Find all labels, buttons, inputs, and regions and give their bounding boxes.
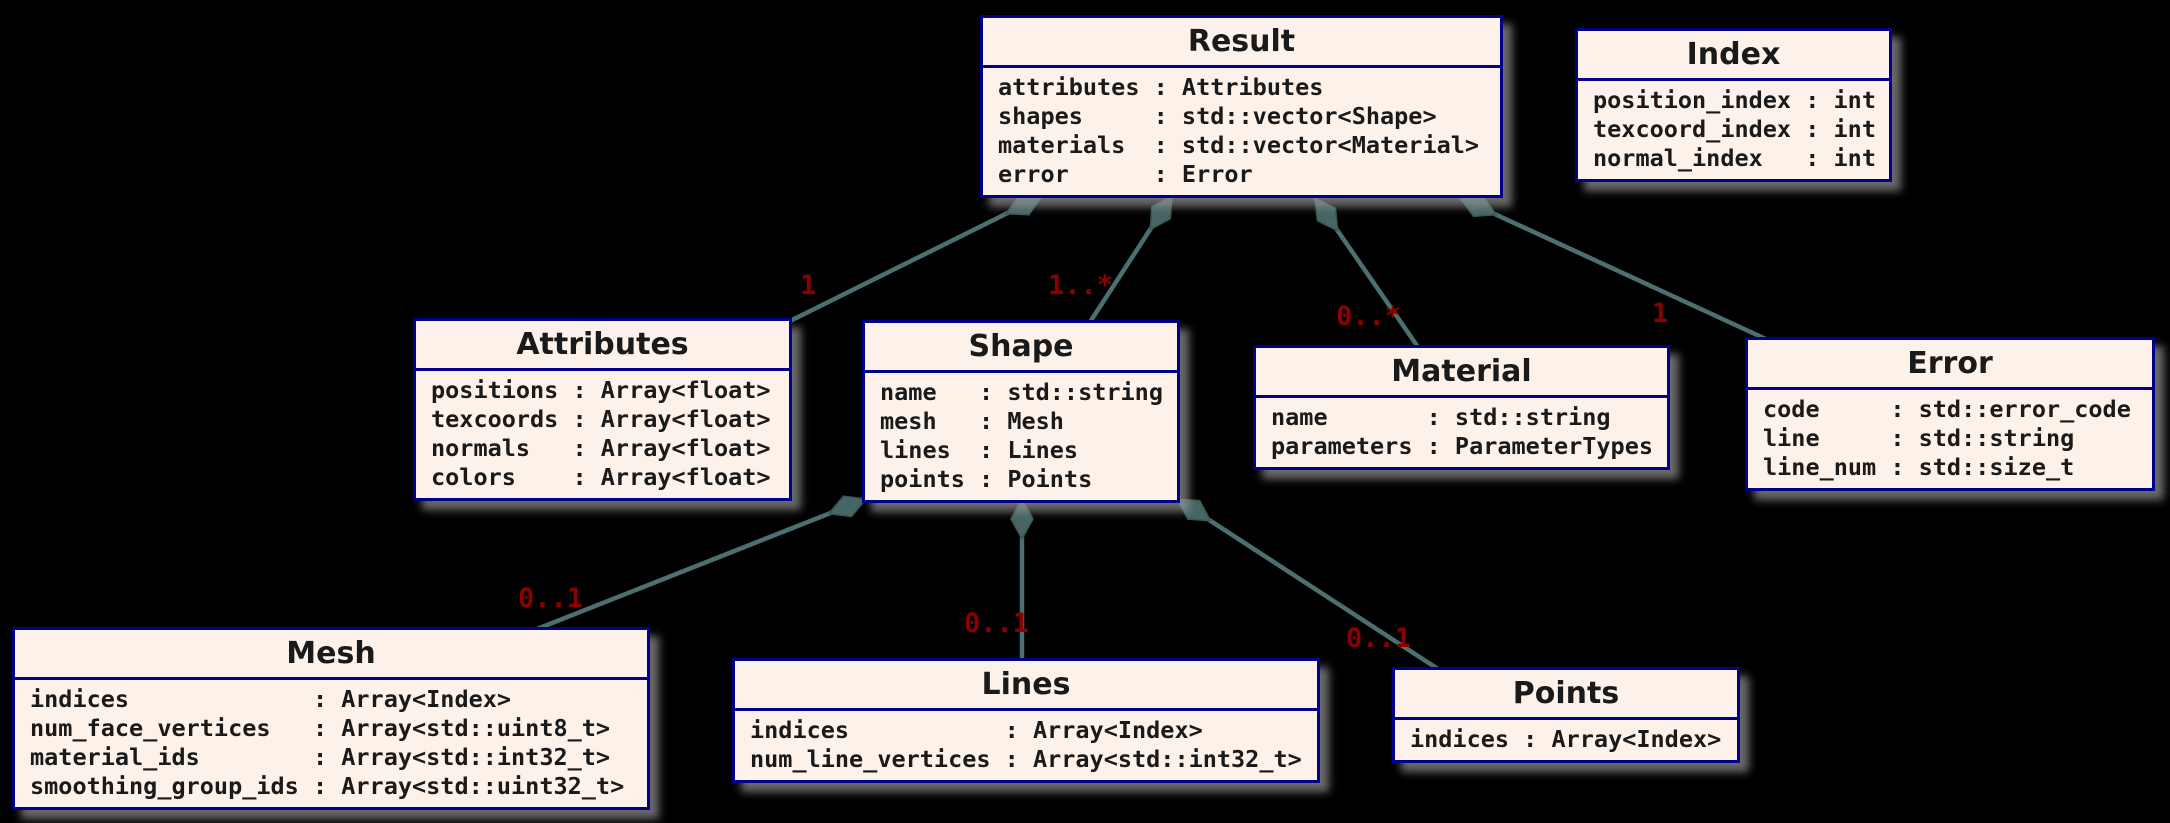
- class-member: num_face_vertices : Array<std::uint8_t>: [30, 714, 611, 742]
- multiplicity-label-result-error: 1: [1652, 298, 1669, 329]
- class-member: texcoords : Array<float>: [431, 405, 771, 433]
- class-members: indices : Array<Index> num_line_vertices…: [735, 711, 1317, 780]
- class-title: Attributes: [416, 321, 789, 371]
- class-title: Result: [983, 18, 1500, 68]
- connector-result-attributes: [787, 193, 1042, 325]
- class-members: code : std::error_code line : std::strin…: [1748, 390, 2152, 488]
- class-member: name : std::string: [880, 378, 1163, 406]
- class-member: num_line_vertices : Array<std::int32_t>: [750, 745, 1302, 773]
- class-members: name : std::string mesh : Mesh lines : L…: [865, 373, 1177, 500]
- class-members: indices : Array<Index> num_face_vertices…: [15, 680, 647, 807]
- class-box-attributes: Attributes positions : Array<float> texc…: [413, 318, 792, 501]
- class-member: shapes : std::vector<Shape>: [998, 102, 1437, 130]
- class-member: indices : Array<Index>: [750, 716, 1203, 744]
- class-title: Shape: [865, 323, 1177, 373]
- class-member: name : std::string: [1271, 403, 1611, 431]
- class-members: attributes : Attributes shapes : std::ve…: [983, 68, 1500, 195]
- class-member: normal_index : int: [1593, 144, 1876, 172]
- class-member: parameters : ParameterTypes: [1271, 432, 1654, 460]
- class-member: normals : Array<float>: [431, 434, 771, 462]
- class-member: indices : Array<Index>: [30, 685, 512, 713]
- multiplicity-label-shape-lines: 0..1: [964, 608, 1030, 639]
- class-member: materials : std::vector<Material>: [998, 131, 1480, 159]
- class-box-points: Points indices : Array<Index>: [1392, 667, 1740, 763]
- multiplicity-label-shape-points: 0..1: [1346, 623, 1412, 654]
- class-member: line : std::string: [1763, 424, 2075, 452]
- class-members: position_index : int texcoord_index : in…: [1578, 81, 1889, 179]
- connector-result-shape: [1088, 196, 1174, 324]
- class-box-material: Material name : std::string parameters :…: [1253, 345, 1670, 470]
- class-member: smoothing_group_ids : Array<std::uint32_…: [30, 772, 625, 800]
- multiplicity-label-result-shape: 1..*: [1048, 270, 1114, 301]
- class-box-error: Error code : std::error_code line : std:…: [1745, 337, 2155, 491]
- multiplicity-label-shape-mesh: 0..1: [518, 583, 584, 614]
- class-member: texcoord_index : int: [1593, 115, 1876, 143]
- class-title: Points: [1395, 670, 1737, 720]
- class-member: positions : Array<float>: [431, 376, 771, 404]
- connector-shape-mesh: [536, 499, 866, 632]
- class-title: Lines: [735, 661, 1317, 711]
- class-member: lines : Lines: [880, 436, 1079, 464]
- class-title: Error: [1748, 340, 2152, 390]
- class-box-index: Index position_index : int texcoord_inde…: [1575, 28, 1892, 182]
- class-members: positions : Array<float> texcoords : Arr…: [416, 371, 789, 498]
- class-member: line_num : std::size_t: [1763, 453, 2075, 481]
- multiplicity-label-result-material: 0..*: [1336, 301, 1402, 332]
- class-members: indices : Array<Index>: [1395, 720, 1737, 760]
- class-member: material_ids : Array<std::int32_t>: [30, 743, 611, 771]
- class-box-result: Result attributes : Attributes shapes : …: [980, 15, 1503, 198]
- connector-result-error: [1460, 198, 1769, 343]
- class-member: indices : Array<Index>: [1410, 725, 1722, 753]
- class-member: position_index : int: [1593, 86, 1876, 114]
- class-box-mesh: Mesh indices : Array<Index> num_face_ver…: [12, 627, 650, 810]
- class-member: mesh : Mesh: [880, 407, 1064, 435]
- class-member: attributes : Attributes: [998, 73, 1324, 101]
- class-member: code : std::error_code: [1763, 395, 2131, 423]
- multiplicity-label-result-attributes: 1: [800, 270, 817, 301]
- class-box-lines: Lines indices : Array<Index> num_line_ve…: [732, 658, 1320, 783]
- class-title: Mesh: [15, 630, 647, 680]
- class-member: points : Points: [880, 465, 1093, 493]
- class-title: Index: [1578, 31, 1889, 81]
- class-member: error : Error: [998, 160, 1253, 188]
- class-box-shape: Shape name : std::string mesh : Mesh lin…: [862, 320, 1180, 503]
- class-title: Material: [1256, 348, 1667, 398]
- class-members: name : std::string parameters : Paramete…: [1256, 398, 1667, 467]
- class-member: colors : Array<float>: [431, 463, 771, 491]
